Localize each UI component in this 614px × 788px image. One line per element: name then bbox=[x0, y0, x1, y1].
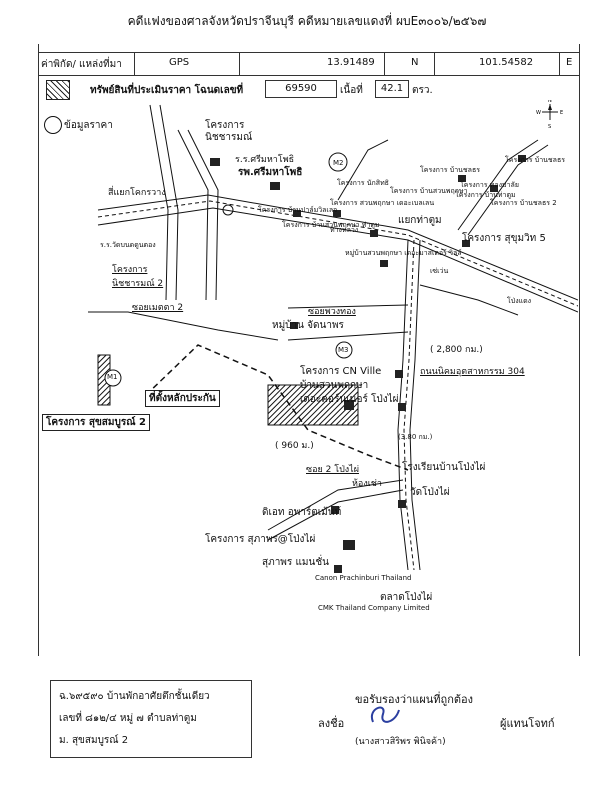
cn-ville-block bbox=[267, 384, 359, 426]
gps-lon-dir: E bbox=[566, 57, 573, 68]
label-hor-chao: ห้องเช่า bbox=[352, 479, 382, 489]
sign-label: ลงชื่อ bbox=[318, 717, 345, 730]
label-dist-380: (3.80 กม.) bbox=[398, 433, 433, 441]
label-dt-apartment: ดิเอท อพาร์ตเม้นท์ bbox=[262, 507, 342, 518]
label-hospital: รพ.ศรีมหาโพธิ bbox=[238, 167, 303, 178]
label-school: ร.ร.ศรีมหาโพธิ bbox=[235, 155, 295, 165]
label-proj-k: โครงการ บ้านสวนพฤกษา bbox=[390, 187, 468, 195]
label-school-pongphai: โรงเรียนบ้านโป่งไผ่ bbox=[402, 462, 486, 473]
svg-text:E: E bbox=[560, 110, 563, 116]
label-seven-eleven: เซ่เว่น bbox=[430, 267, 449, 275]
label-village-jutaphorn: หมู่บ้าน จัดนาพร bbox=[272, 320, 344, 331]
label-hwy-33: โป่งแดง bbox=[507, 297, 532, 305]
map-canvas: N W E S bbox=[88, 100, 578, 573]
gps-lat-dir: N bbox=[411, 57, 419, 68]
label-dist-2800: ( 2,800 กม.) bbox=[430, 345, 483, 355]
gps-lon: 101.54582 bbox=[479, 57, 534, 68]
address-line-2: เลขที่ ๘๑๒/๔ หมู่ ๗ ตำบลท่าตูม bbox=[59, 713, 197, 724]
label-school2: ร.ร.วัดบนดดูนตอง bbox=[100, 241, 156, 249]
certify-text: ขอรับรองว่าแผนที่ถูกต้อง bbox=[355, 693, 474, 706]
label-proj-g: โครงการ บ้านชลธร bbox=[505, 156, 566, 164]
address-line-1: ฉ.๖๙๕๙๐ บ้านพักอาศัยตึกชั้นเดียว bbox=[59, 691, 210, 702]
gps-label: ค่าพิกัด/ แหล่งที่มา bbox=[41, 59, 122, 70]
document-header: คดีแฟงของศาลจังหวัดปราจีนบุรี คดีหมายเลข… bbox=[127, 14, 487, 28]
label-proj-cn2: บ้านสวนพฤกษา bbox=[300, 380, 369, 391]
signer-name: (นางสาวสิริพร พินิจค้า) bbox=[355, 737, 446, 747]
svg-text:N: N bbox=[548, 100, 552, 104]
label-suphaphorn-mansion: สุภาพร แมนชั่น bbox=[262, 557, 329, 568]
label-proj-e: โครงการ นักสิทธิ bbox=[337, 179, 389, 187]
label-proj-i: โครงการ ทองมาลัย bbox=[460, 181, 519, 189]
map-frame bbox=[38, 44, 580, 656]
signature-icon bbox=[370, 706, 400, 723]
svg-text:S: S bbox=[548, 124, 551, 130]
label-proj-c: โครงการ สวนพฤกษา เดอะเบลเลน bbox=[330, 199, 435, 207]
label-proj-nichar: โครงการ bbox=[205, 120, 245, 131]
label-soi-medtha: ซอยเมตตา 2 bbox=[132, 303, 184, 313]
compass-icon: N W E S bbox=[536, 100, 563, 130]
gps-lat: 13.91489 bbox=[327, 57, 375, 68]
role-label: ผู้แทนโจทก์ bbox=[500, 717, 555, 730]
label-wat-pongphai: วัดโป่งไผ่ bbox=[410, 487, 450, 498]
label-proj-f: โครงการ บ้านชลธร bbox=[420, 166, 481, 174]
label-intersection: สี่แยกโคกรวาง bbox=[108, 188, 166, 198]
label-proj-sukhsombun: โครงการ สุขสมบูรณ์ 2 bbox=[42, 414, 150, 431]
label-proj-nichar2b: นิชชารมณ์ 2 bbox=[112, 279, 164, 289]
deed-number: 69590 bbox=[265, 80, 337, 98]
asset-label: ทรัพย์สินที่ประเมินราคา โฉนดเลขที่ bbox=[90, 85, 244, 96]
price-data-legend-icon bbox=[44, 116, 62, 134]
label-m1: M1 bbox=[107, 373, 118, 381]
area-value: 42.1 bbox=[375, 80, 409, 98]
price-data-legend-label: ข้อมูลราคา bbox=[64, 120, 113, 131]
label-m3: M3 bbox=[338, 346, 349, 354]
address-line-3: ม. สุขสมบูรณ์ 2 bbox=[59, 735, 129, 746]
label-soi-2-pongphai: ซอย 2 โป่งไผ่ bbox=[306, 465, 359, 475]
area-unit: ตรว. bbox=[412, 85, 433, 96]
label-yaeng-tha-tum: แยกท่าตูม bbox=[398, 215, 442, 226]
label-proj-nichar-2: นิชชารมณ์ bbox=[205, 132, 253, 143]
label-proj-d: หมู่บ้านสวนพฤกษา เดอะมาสเตอร์ วิลล์ bbox=[345, 249, 462, 257]
label-subject-site: ที่ตั้งหลักประกัน bbox=[145, 390, 220, 407]
address-box: ฉ.๖๙๕๙๐ บ้านพักอาศัยตึกชั้นเดียว เลขที่ … bbox=[50, 680, 252, 758]
label-road-top: ทางหลวง bbox=[330, 226, 359, 234]
label-canon: Canon Prachinburi Thailand bbox=[315, 574, 412, 582]
label-proj-a: โครงการ บ้านปาล์มวิลเลจ bbox=[258, 206, 338, 214]
area-label: เนื้อที่ bbox=[340, 85, 363, 96]
label-proj-h: โครงการ บ้านชลธร 2 bbox=[490, 199, 557, 207]
gps-source: GPS bbox=[169, 57, 190, 68]
label-proj-sukhumvit: โครงการ สุขุมวิท 5 bbox=[462, 233, 546, 244]
label-proj-cn3: เดอะคอร์นเนอร์ โป่งไผ่ bbox=[300, 394, 399, 405]
label-market: ตลาดโป่งไผ่ bbox=[380, 592, 433, 603]
label-cmk: CMK Thailand Company Limited bbox=[318, 604, 430, 612]
label-proj-nichar2: โครงการ bbox=[112, 265, 148, 275]
label-proj-suphaphorn: โครงการ สุภาพร@โป่งไผ่ bbox=[205, 534, 316, 545]
label-proj-cn: โครงการ CN Ville bbox=[300, 366, 382, 377]
svg-text:W: W bbox=[536, 110, 541, 116]
label-proj-j: โครงการ บ้านท่าตูม bbox=[455, 191, 516, 199]
asset-row: ทรัพย์สินที่ประเมินราคา โฉนดเลขที่ 69590… bbox=[40, 80, 576, 100]
hatch-swatch bbox=[46, 80, 70, 100]
label-soi-phuangthong: ซอยพวงทอง bbox=[308, 307, 356, 317]
label-proj-b: โครงการ บ้านสวนพฤกษา ท่าตูม bbox=[282, 221, 380, 229]
label-m2: M2 bbox=[333, 159, 344, 167]
label-road-304: ถนนนิคมอุตสาหกรรม 304 bbox=[420, 367, 525, 377]
label-dist-960: ( 960 ม.) bbox=[275, 441, 314, 451]
gps-row: ค่าพิกัด/ แหล่งที่มา GPS 13.91489 N 101.… bbox=[38, 52, 580, 76]
